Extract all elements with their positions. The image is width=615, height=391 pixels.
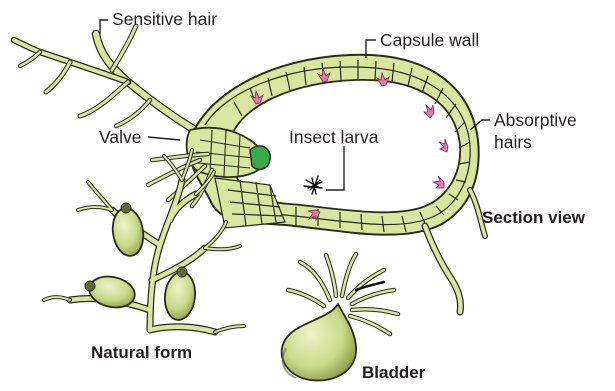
label-valve: Valve	[99, 129, 141, 147]
bladder-illustration	[282, 254, 398, 380]
label-section-view: Section view	[482, 209, 585, 226]
label-natural-form: Natural form	[91, 344, 192, 361]
capsule-section	[189, 55, 485, 312]
sensitive-hair-branch	[14, 26, 195, 130]
label-absorptive-hairs-line1: Absorptive	[494, 110, 577, 130]
label-absorptive-hairs: Absorptive hairs	[494, 109, 577, 154]
label-absorptive-hairs-line2: hairs	[494, 132, 532, 152]
label-insect-larva: Insect larva	[289, 129, 378, 147]
label-bladder: Bladder	[362, 364, 425, 381]
label-capsule-wall: Capsule wall	[380, 32, 479, 50]
label-sensitive-hair: Sensitive hair	[112, 11, 217, 29]
